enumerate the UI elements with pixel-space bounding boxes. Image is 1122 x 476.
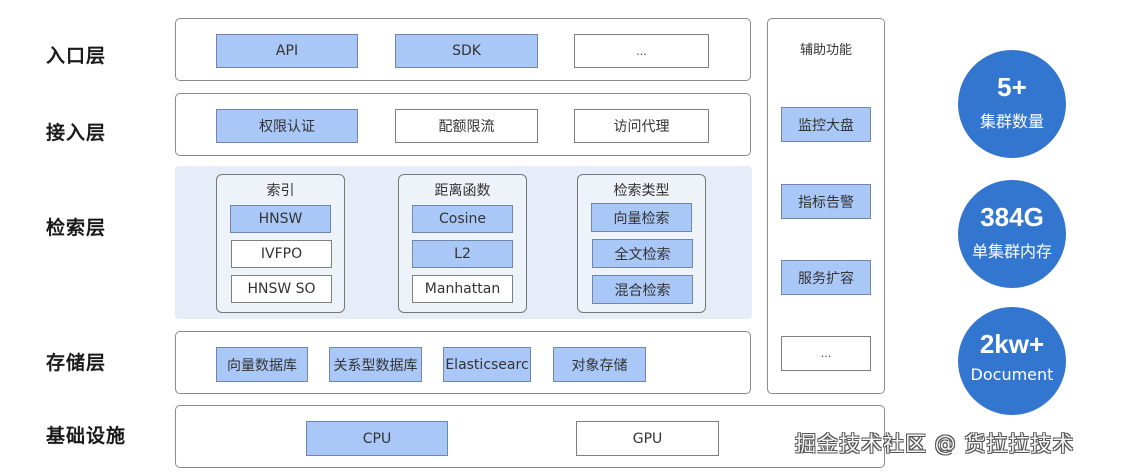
access-item-auth: 权限认证: [216, 109, 358, 143]
stat-document-count: 2kw+ Document: [958, 307, 1066, 415]
stat-document-count-value: 2kw+: [979, 329, 1045, 359]
index-item-ivfpo: IVFPO: [231, 240, 332, 268]
search-type-vector: 向量检索: [591, 203, 692, 232]
layer-label-infra: 基础设施: [46, 425, 127, 447]
layer-label-search: 检索层: [46, 217, 107, 239]
stat-cluster-count: 5+ 集群数量: [958, 50, 1066, 158]
group-index: 索引 HNSW IVFPO HNSW SO: [216, 174, 345, 313]
entry-item-api: API: [216, 34, 358, 68]
stat-document-count-label: Document: [970, 365, 1054, 384]
group-distance: 距离函数 Cosine L2 Manhattan: [398, 174, 527, 313]
stat-cluster-count-label: 集群数量: [979, 112, 1044, 131]
index-item-hnsw-so: HNSW SO: [231, 275, 332, 303]
aux-panel: 辅助功能 监控大盘 指标告警 服务扩容 ...: [767, 18, 885, 394]
infra-layer-panel: CPU GPU: [175, 405, 885, 468]
access-item-quota: 配额限流: [395, 109, 538, 143]
storage-item-elasticsearch: Elasticsearc: [443, 347, 531, 382]
entry-item-sdk: SDK: [395, 34, 538, 68]
entry-layer-panel: API SDK ...: [175, 18, 751, 81]
access-layer-panel: 权限认证 配额限流 访问代理: [175, 93, 751, 156]
stat-cluster-count-value: 5+: [997, 72, 1027, 102]
infra-item-gpu: GPU: [576, 421, 719, 456]
index-item-hnsw: HNSW: [230, 205, 331, 233]
aux-item-alert: 指标告警: [781, 184, 871, 219]
group-search-type: 检索类型 向量检索 全文检索 混合检索: [577, 174, 706, 313]
stat-cluster-memory: 384G 单集群内存: [958, 180, 1066, 288]
aux-item-scale: 服务扩容: [781, 260, 871, 295]
search-type-fulltext: 全文检索: [592, 239, 693, 268]
layer-label-storage: 存储层: [46, 352, 107, 374]
storage-layer-panel: 向量数据库 关系型数据库 Elasticsearc 对象存储: [175, 331, 751, 394]
group-index-title: 索引: [266, 183, 295, 199]
storage-item-vector-db: 向量数据库: [216, 347, 308, 382]
entry-item-more: ...: [574, 34, 709, 68]
search-type-hybrid: 混合检索: [592, 275, 693, 304]
group-distance-title: 距离函数: [434, 183, 491, 199]
watermark: 掘金技术社区 @ 货拉拉技术: [795, 432, 1075, 456]
layer-label-access: 接入层: [46, 122, 107, 144]
layer-label-entry: 入口层: [46, 45, 107, 67]
aux-title: 辅助功能: [799, 43, 852, 58]
distance-item-cosine: Cosine: [412, 205, 513, 233]
aux-item-more: ...: [781, 336, 871, 371]
search-layer-panel: 索引 HNSW IVFPO HNSW SO 距离函数 Cosine L2 Man…: [175, 166, 752, 319]
distance-item-manhattan: Manhattan: [412, 275, 513, 303]
infra-item-cpu: CPU: [306, 421, 448, 456]
access-item-proxy: 访问代理: [574, 109, 709, 143]
group-search-type-title: 检索类型: [613, 183, 670, 199]
distance-item-l2: L2: [412, 240, 513, 268]
stat-cluster-memory-label: 单集群内存: [971, 242, 1052, 261]
stat-cluster-memory-value: 384G: [980, 202, 1044, 232]
storage-item-object-storage: 对象存储: [553, 347, 646, 382]
storage-item-relational-db: 关系型数据库: [329, 347, 422, 382]
aux-item-dashboard: 监控大盘: [781, 107, 871, 142]
